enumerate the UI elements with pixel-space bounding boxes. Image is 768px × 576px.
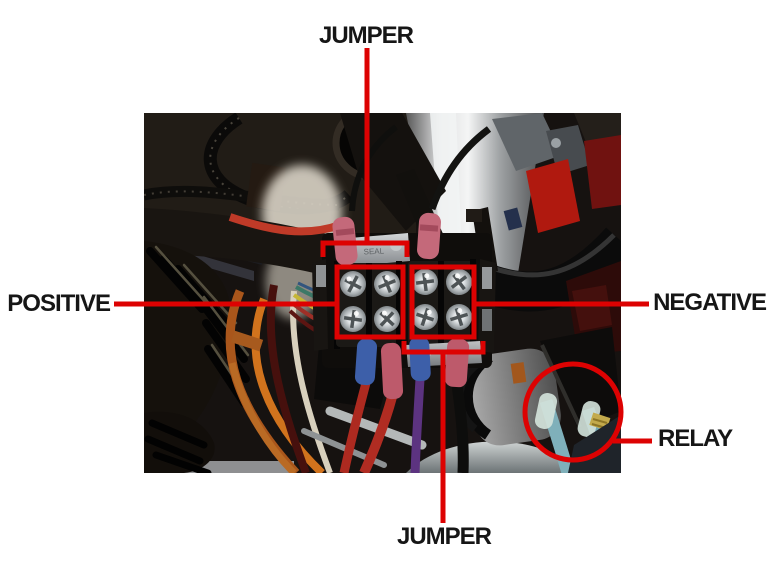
jumper-bottom-label: JUMPER bbox=[396, 523, 492, 550]
relay-label: RELAY bbox=[658, 425, 733, 452]
photo-corrugated-boot bbox=[144, 241, 294, 473]
wiring-photo-art: SEAL bbox=[144, 113, 621, 473]
negative-label: NEGATIVE bbox=[653, 289, 767, 316]
seal-stamp-text: SEAL bbox=[363, 246, 384, 256]
jumper-top-label: JUMPER bbox=[318, 22, 414, 49]
positive-label: POSITIVE bbox=[7, 290, 111, 317]
wiring-photo: SEAL bbox=[144, 113, 621, 473]
